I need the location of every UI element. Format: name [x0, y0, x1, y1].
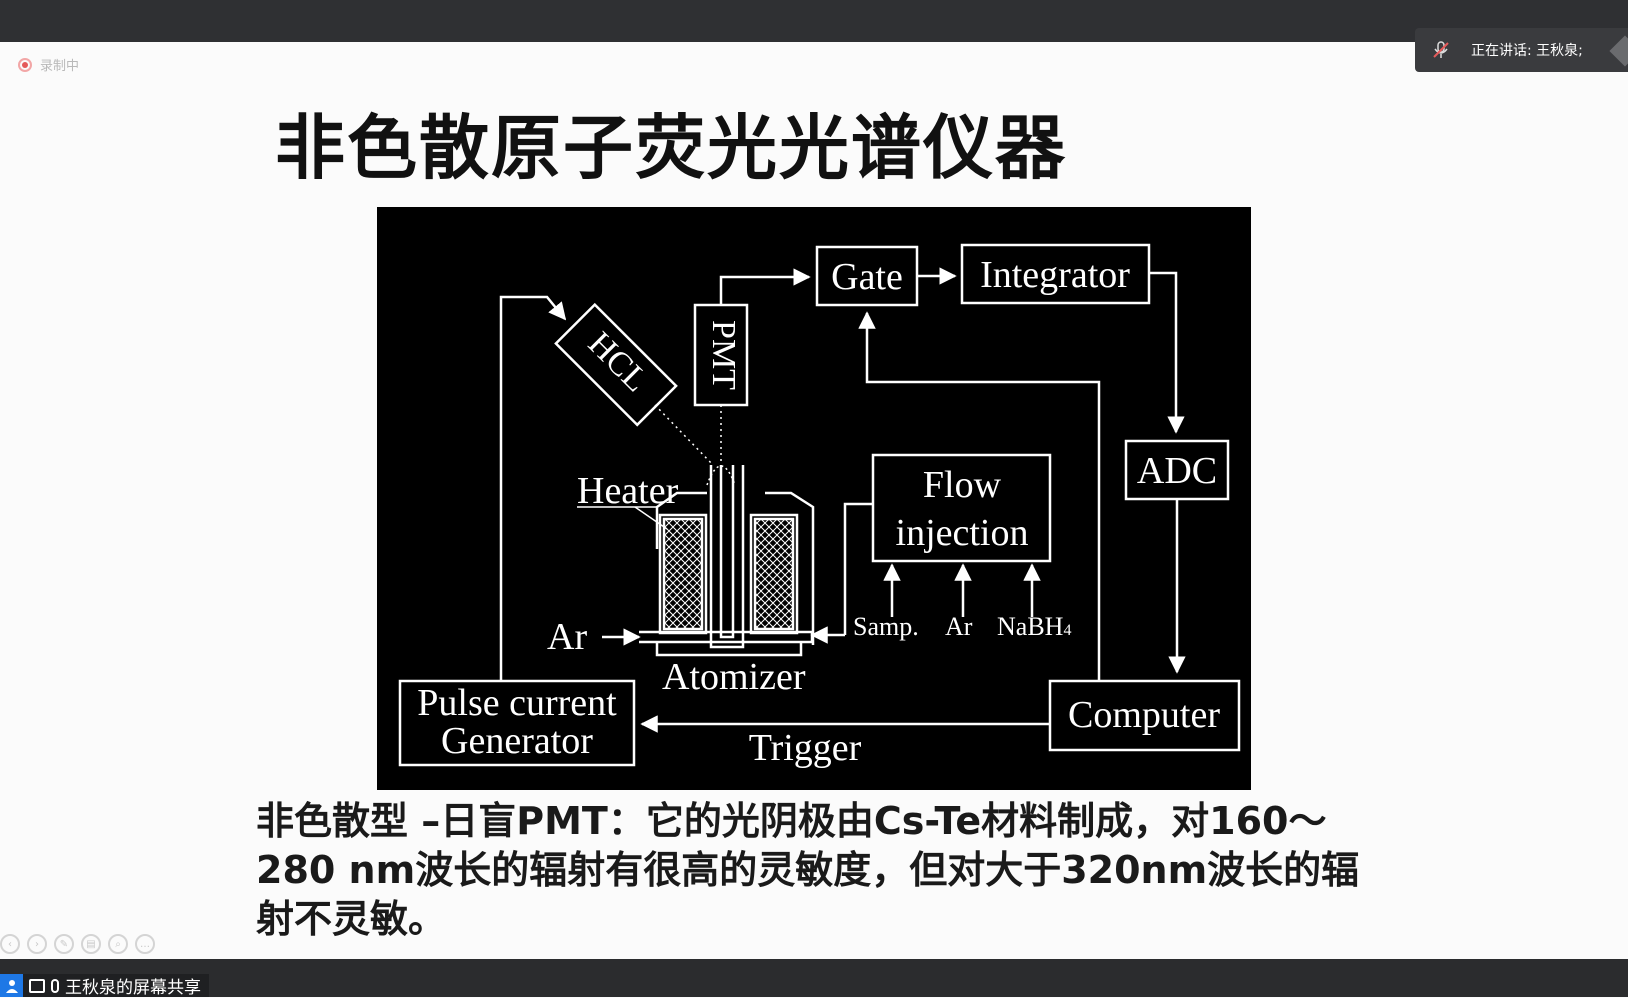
hcl-box [554, 302, 678, 427]
pmt-to-gate-line [719, 268, 811, 305]
speaker-text: 正在讲话: 王秋泉; [1471, 43, 1583, 59]
mic-muted-icon [1431, 40, 1451, 60]
recording-indicator[interactable]: 录制中 [18, 55, 79, 74]
top-bar [0, 0, 1628, 42]
share-screen-icon [0, 974, 23, 997]
previous-icon[interactable]: ‹ [0, 934, 20, 954]
pen-icon[interactable] [1609, 35, 1628, 67]
atomizer [577, 465, 815, 657]
hcl-beam [654, 404, 714, 466]
speaking-indicator: 正在讲话: 王秋泉; [1415, 28, 1628, 72]
integrator-to-adc-line [1149, 271, 1185, 434]
trigger-label: Trigger [749, 727, 862, 769]
pmt-label: PMT [705, 320, 742, 390]
computer-box [1048, 679, 1241, 752]
pulse-current-label: Pulse current [417, 682, 617, 724]
more-icon[interactable]: … [135, 934, 155, 954]
atomizer-label: Atomizer [662, 656, 806, 698]
pulse-generator-box [398, 679, 636, 767]
pen-tool-icon[interactable]: ✎ [54, 934, 74, 954]
heater-pointer [634, 506, 668, 530]
slide-title: 非色散原子荧光光谱仪器 [275, 107, 1067, 189]
adc-label: ADC [1137, 450, 1217, 492]
flame [706, 465, 736, 486]
gate-label: Gate [831, 256, 903, 298]
ar-left-label: Ar [547, 616, 587, 658]
bottom-bar [0, 959, 1628, 997]
nabh-label: NaBH4 [997, 612, 1071, 641]
flow-label: Flow [923, 464, 1002, 506]
pulse-to-hcl-line [499, 295, 567, 681]
mic-icon [51, 978, 59, 993]
injection-label: injection [896, 512, 1029, 554]
generator-label: Generator [441, 720, 593, 762]
hcl-label: HCL [581, 325, 655, 399]
computer-label: Computer [1068, 694, 1220, 736]
integrator-label: Integrator [980, 254, 1130, 296]
zoom-icon[interactable]: ⌕ [108, 934, 128, 954]
next-icon[interactable]: › [27, 934, 47, 954]
diagram-svg: Gate Integrator ADC Flow injection Heate… [398, 243, 1241, 769]
heater-label: Heater [577, 470, 679, 512]
recording-label: 录制中 [40, 59, 80, 74]
screen-icon [29, 978, 45, 993]
flow-to-atomizer-line [843, 502, 873, 635]
computer-to-gate-line [858, 311, 1101, 681]
ar-right-label: Ar [945, 612, 973, 641]
samp-label: Samp. [853, 612, 919, 641]
slide-description: 非色散型 –日盲PMT：它的光阴极由Cs-Te材料制成，对160～280 nm波… [256, 799, 1360, 941]
flow-injection-box [871, 453, 1052, 563]
record-icon [18, 57, 32, 72]
instrument-diagram: Gate Integrator ADC Flow injection Heate… [377, 207, 1251, 790]
screen-share-indicator[interactable]: 王秋泉的屏幕共享 [0, 974, 209, 998]
share-label: 王秋泉的屏幕共享 [65, 978, 201, 998]
slide-toolbar: ‹ › ✎ ▤ ⌕ … [0, 934, 155, 954]
slides-icon[interactable]: ▤ [81, 934, 101, 954]
